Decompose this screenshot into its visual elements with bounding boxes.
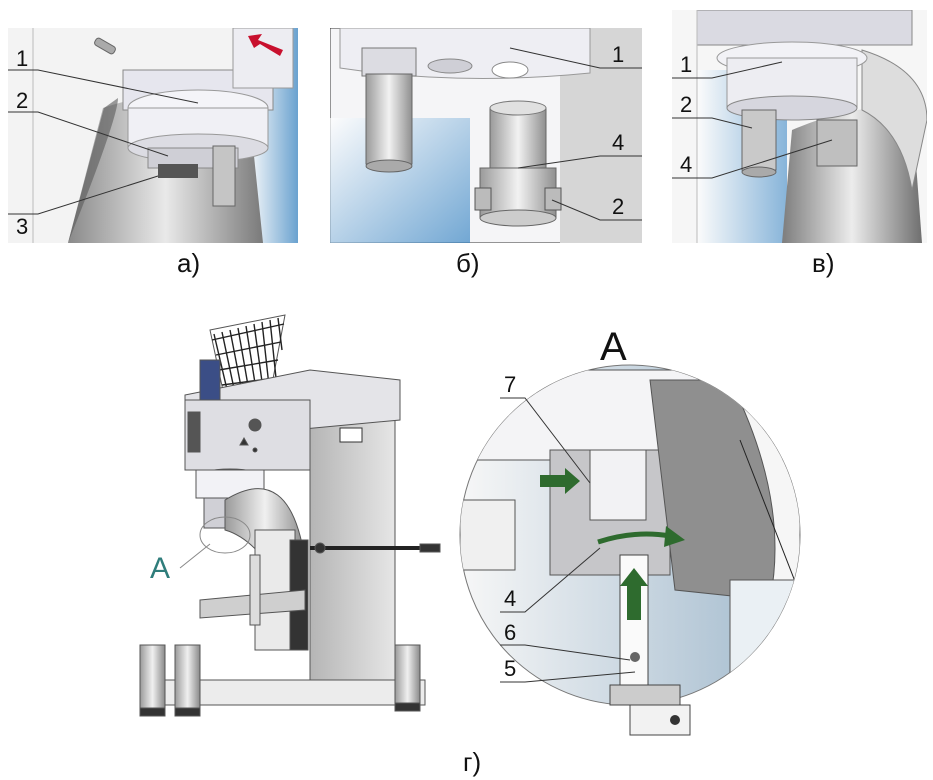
- callout-a-2: 2: [16, 88, 28, 113]
- panel-g: A A: [130, 300, 830, 745]
- panel-b: 1 4 2: [330, 28, 642, 243]
- red-arrow-icon: [248, 34, 283, 56]
- green-arrow-rotate-icon: [597, 531, 671, 545]
- callout-g-5: 5: [504, 656, 516, 681]
- panel-b-illustration: 1 4 2: [330, 28, 642, 243]
- caption-a: а): [177, 248, 201, 278]
- callout-g-4: 4: [504, 586, 516, 611]
- detail-title-a: A: [600, 325, 627, 369]
- green-arrow-up-icon: [620, 568, 648, 620]
- mixer-machine: [139, 314, 441, 717]
- callout-g-6: 6: [504, 620, 516, 645]
- callout-b-2: 2: [612, 194, 624, 219]
- panel-v-illustration: 1 2 4: [672, 10, 927, 243]
- callout-v-2: 2: [680, 92, 692, 117]
- caption-g: г): [463, 747, 482, 777]
- detail-view-a: 7 4 6 5: [459, 364, 801, 736]
- callout-a-3: 3: [16, 214, 28, 239]
- panel-a-illustration: 1 2 3: [8, 28, 298, 243]
- panel-g-illustration: A A: [139, 314, 801, 736]
- callout-a-1: 1: [16, 46, 28, 71]
- callout-v-1: 1: [680, 52, 692, 77]
- machine-label-a: A: [150, 552, 170, 585]
- callout-g-7: 7: [504, 372, 516, 397]
- green-arrow-right-icon: [540, 468, 580, 494]
- callout-b-1: 1: [612, 42, 624, 67]
- caption-b: б): [456, 248, 480, 278]
- callout-v-4: 4: [680, 152, 692, 177]
- panel-v: 1 2 4: [672, 10, 927, 243]
- caption-v: в): [812, 248, 835, 278]
- panel-a: 1 2 3: [8, 28, 298, 243]
- callout-b-4: 4: [612, 130, 624, 155]
